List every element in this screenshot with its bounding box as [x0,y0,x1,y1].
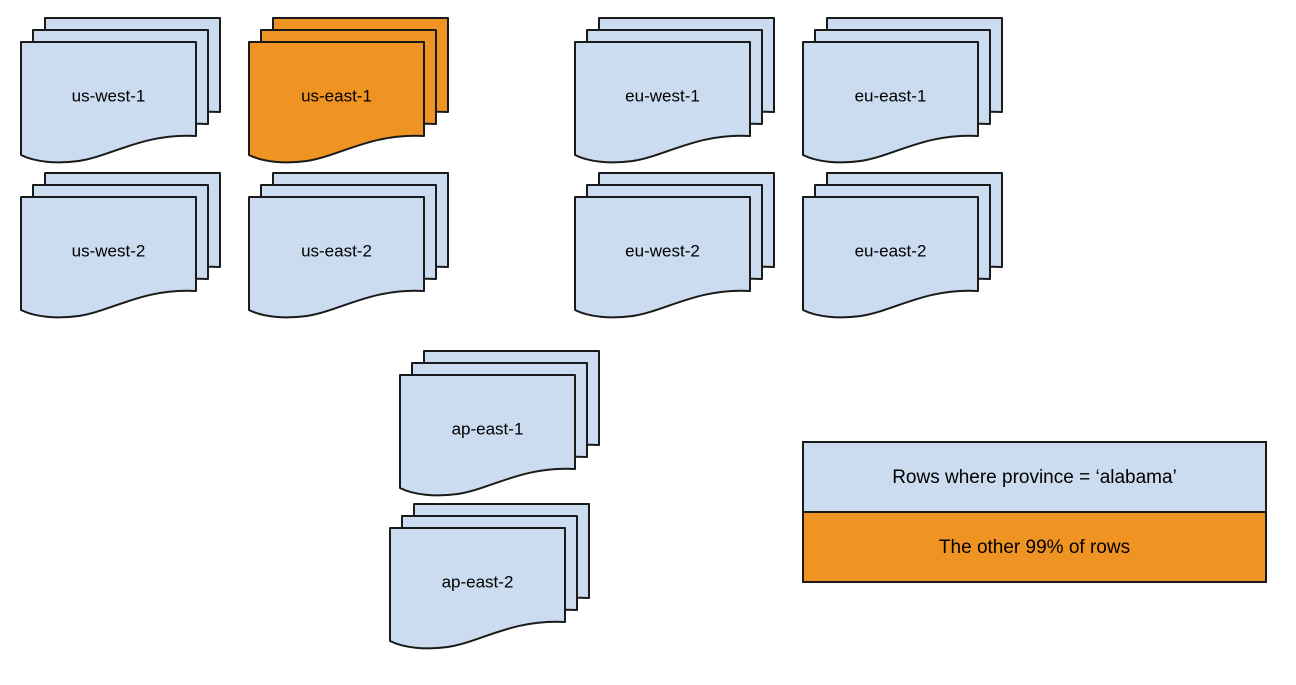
region-label-eu-west-2: eu-west-2 [625,241,700,260]
region-stack-us-east-2[interactable]: us-east-2 [248,172,449,319]
region-label-us-east-1: us-east-1 [301,86,372,105]
legend-label: Rows where province = ‘alabama’ [892,467,1177,488]
region-stack-us-west-2[interactable]: us-west-2 [20,172,221,319]
region-label-ap-east-2: ap-east-2 [442,572,514,591]
document-sheet-front [802,41,979,164]
region-stack-eu-east-2[interactable]: eu-east-2 [802,172,1003,319]
region-label-eu-east-1: eu-east-1 [855,86,927,105]
document-sheet-front [248,196,425,319]
document-sheet-front [248,41,425,164]
region-stack-eu-west-1[interactable]: eu-west-1 [574,17,775,164]
document-sheet-front [20,41,197,164]
region-label-eu-east-2: eu-east-2 [855,241,927,260]
region-stack-ap-east-2[interactable]: ap-east-2 [389,503,590,650]
document-sheet-front [389,527,566,650]
document-sheet-front [574,196,751,319]
document-sheet-front [574,41,751,164]
document-sheet-front [399,374,576,497]
region-stack-ap-east-1[interactable]: ap-east-1 [399,350,600,497]
region-label-us-west-2: us-west-2 [72,241,146,260]
region-stack-eu-east-1[interactable]: eu-east-1 [802,17,1003,164]
region-stack-us-east-1[interactable]: us-east-1 [248,17,449,164]
region-label-ap-east-1: ap-east-1 [452,419,524,438]
legend: Rows where province = ‘alabama’ The other… [802,441,1267,583]
legend-label: The other 99% of rows [939,537,1130,558]
region-stack-eu-west-2[interactable]: eu-west-2 [574,172,775,319]
region-label-us-west-1: us-west-1 [72,86,146,105]
document-sheet-front [20,196,197,319]
document-sheet-front [802,196,979,319]
legend-swatch [802,511,1267,583]
legend-row-alabama: Rows where province = ‘alabama’ [802,441,1267,513]
region-stack-us-west-1[interactable]: us-west-1 [20,17,221,164]
region-label-eu-west-1: eu-west-1 [625,86,700,105]
region-label-us-east-2: us-east-2 [301,241,372,260]
legend-row-other: The other 99% of rows [802,511,1267,583]
